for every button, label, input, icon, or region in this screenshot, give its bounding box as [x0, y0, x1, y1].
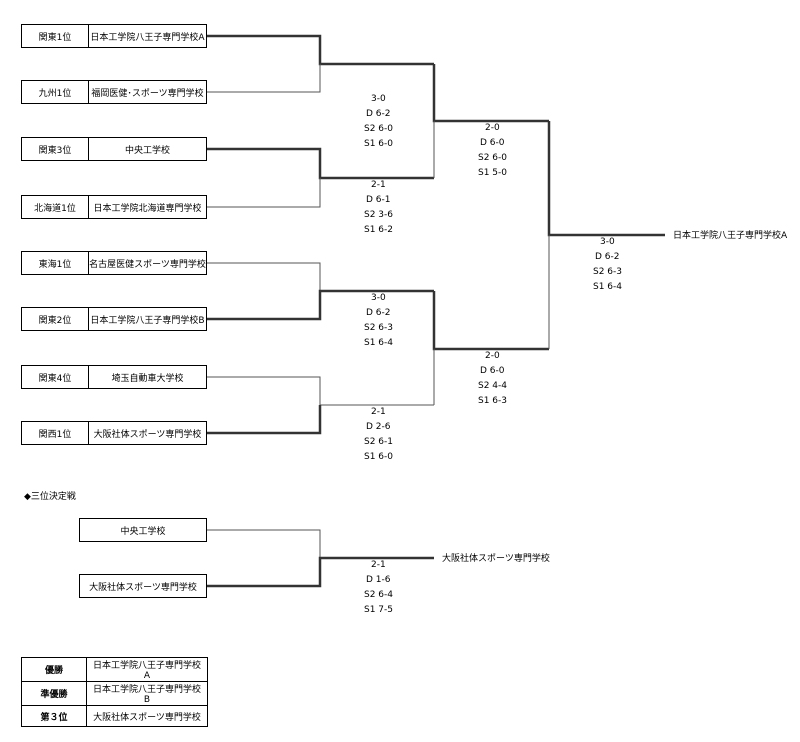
- match-score: 2-1 D 2-6 S2 6-1 S1 6-0: [364, 405, 393, 465]
- semi2-line-win: [432, 291, 549, 351]
- team-name: 大阪社体スポーツ専門学校: [89, 582, 197, 593]
- team-seed: 関東1位: [22, 25, 89, 47]
- match-score: 2-0 D 6-0 S2 4-4 S1 6-3: [478, 349, 507, 409]
- r1m4-line-win: [206, 405, 322, 435]
- match-score: 2-0 D 6-0 S2 6-0 S1 5-0: [478, 121, 507, 181]
- team-name: 埼玉自動車大学校: [111, 373, 184, 384]
- score-line: 3-0: [371, 94, 386, 104]
- score-line: S1 6-0: [364, 139, 393, 149]
- r1m2-line-lose: [206, 178, 321, 208]
- score-line: S2 6-1: [364, 437, 393, 447]
- match-score: 3-0 D 6-2 S2 6-3 S1 6-4: [593, 235, 622, 295]
- team-box: 関西1位 大阪社体スポーツ専門学校: [21, 421, 207, 445]
- third-place-winner: 大阪社体スポーツ専門学校: [442, 554, 550, 564]
- r1m2-line-win: [206, 147, 434, 180]
- team-seed: 関東3位: [22, 138, 89, 160]
- third-line-lose: [206, 529, 321, 558]
- score-line: 2-1: [371, 560, 386, 570]
- score-line: S1 6-3: [478, 396, 507, 406]
- final-line-win: [547, 121, 665, 237]
- score-line: D 6-1: [366, 195, 391, 205]
- r1m1-line-win: [206, 34, 434, 66]
- third-place-heading: ◆三位決定戦: [24, 492, 76, 502]
- score-line: 2-0: [485, 351, 500, 361]
- rank-team: 日本工学院八王子専門学校A: [86, 657, 208, 682]
- team-box: 北海道1位 日本工学院北海道専門学校: [21, 195, 207, 219]
- team-name: 大阪社体スポーツ専門学校: [93, 429, 202, 440]
- match-score: 2-1 D 6-1 S2 3-6 S1 6-2: [364, 178, 393, 238]
- table-row: 準優勝 日本工学院八王子専門学校B: [21, 681, 208, 706]
- score-line: S2 6-0: [364, 124, 393, 134]
- score-line: D 6-0: [480, 366, 505, 376]
- team-box: 東海1位 名古屋医健スポーツ専門学校: [21, 251, 207, 275]
- team-seed: 関西1位: [22, 422, 89, 444]
- team-box: 中央工学校: [79, 518, 207, 542]
- team-seed: 北海道1位: [22, 196, 89, 218]
- score-line: D 6-2: [595, 252, 620, 262]
- score-line: D 2-6: [366, 422, 391, 432]
- score-line: 2-1: [371, 407, 386, 417]
- score-line: S1 7-5: [364, 605, 393, 615]
- score-line: 3-0: [600, 237, 615, 247]
- match-score: 3-0 D 6-2 S2 6-0 S1 6-0: [364, 92, 393, 152]
- team-seed: 九州1位: [22, 81, 89, 103]
- team-name: 中央工学校: [120, 526, 166, 537]
- team-name: 日本工学院八王子専門学校B: [90, 315, 205, 326]
- r1m1-line-lose: [206, 64, 321, 93]
- team-box: 九州1位 福岡医健･スポーツ専門学校: [21, 80, 207, 104]
- score-line: 2-1: [371, 180, 386, 190]
- score-line: D 6-2: [366, 308, 391, 318]
- team-name: 日本工学院北海道専門学校: [93, 203, 202, 214]
- team-name: 福岡医健･スポーツ専門学校: [91, 88, 204, 99]
- score-line: S2 4-4: [478, 381, 507, 391]
- r1m3-line-lose: [206, 262, 321, 291]
- team-seed: 関東2位: [22, 308, 89, 330]
- team-name: 日本工学院八王子専門学校A: [90, 32, 205, 43]
- rank-label: 第３位: [21, 705, 87, 727]
- table-row: 優勝 日本工学院八王子専門学校A: [21, 657, 208, 682]
- rank-team: 日本工学院八王子専門学校B: [86, 681, 208, 706]
- team-name: 名古屋医健スポーツ専門学校: [89, 259, 206, 270]
- team-box: 関東1位 日本工学院八王子専門学校A: [21, 24, 207, 48]
- table-row: 第３位 大阪社体スポーツ専門学校: [21, 705, 208, 727]
- score-line: S1 6-4: [593, 282, 622, 292]
- score-line: S2 6-0: [478, 153, 507, 163]
- score-line: S1 6-0: [364, 452, 393, 462]
- match-score: 3-0 D 6-2 S2 6-3 S1 6-4: [364, 291, 393, 351]
- score-line: S1 6-2: [364, 225, 393, 235]
- score-line: S1 6-4: [364, 338, 393, 348]
- team-box: 大阪社体スポーツ専門学校: [79, 574, 207, 598]
- score-line: S2 6-3: [364, 323, 393, 333]
- team-seed: 関東4位: [22, 366, 89, 388]
- team-seed: 東海1位: [22, 252, 89, 274]
- rank-label: 優勝: [21, 657, 87, 682]
- third-line-win: [206, 556, 434, 588]
- score-line: D 6-0: [480, 138, 505, 148]
- score-line: S2 6-3: [593, 267, 622, 277]
- team-box: 関東2位 日本工学院八王子専門学校B: [21, 307, 207, 331]
- score-line: 3-0: [371, 293, 386, 303]
- semi1-line-win: [432, 64, 549, 123]
- rank-label: 準優勝: [21, 681, 87, 706]
- team-box: 関東3位 中央工学校: [21, 137, 207, 161]
- match-score: 2-1 D 1-6 S2 6-4 S1 7-5: [364, 558, 393, 618]
- rank-team: 大阪社体スポーツ専門学校: [86, 705, 208, 727]
- r1m3-line-win: [206, 289, 434, 321]
- r1m4-line-lose: [206, 376, 434, 406]
- results-table: 優勝 日本工学院八王子専門学校A 準優勝 日本工学院八王子専門学校B 第３位 大…: [21, 657, 208, 727]
- team-name: 中央工学校: [124, 145, 170, 156]
- team-box: 関東4位 埼玉自動車大学校: [21, 365, 207, 389]
- score-line: S1 5-0: [478, 168, 507, 178]
- champion-label: 日本工学院八王子専門学校A: [673, 231, 788, 241]
- score-line: 2-0: [485, 123, 500, 133]
- score-line: D 6-2: [366, 109, 391, 119]
- score-line: S2 6-4: [364, 590, 393, 600]
- score-line: D 1-6: [366, 575, 391, 585]
- score-line: S2 3-6: [364, 210, 393, 220]
